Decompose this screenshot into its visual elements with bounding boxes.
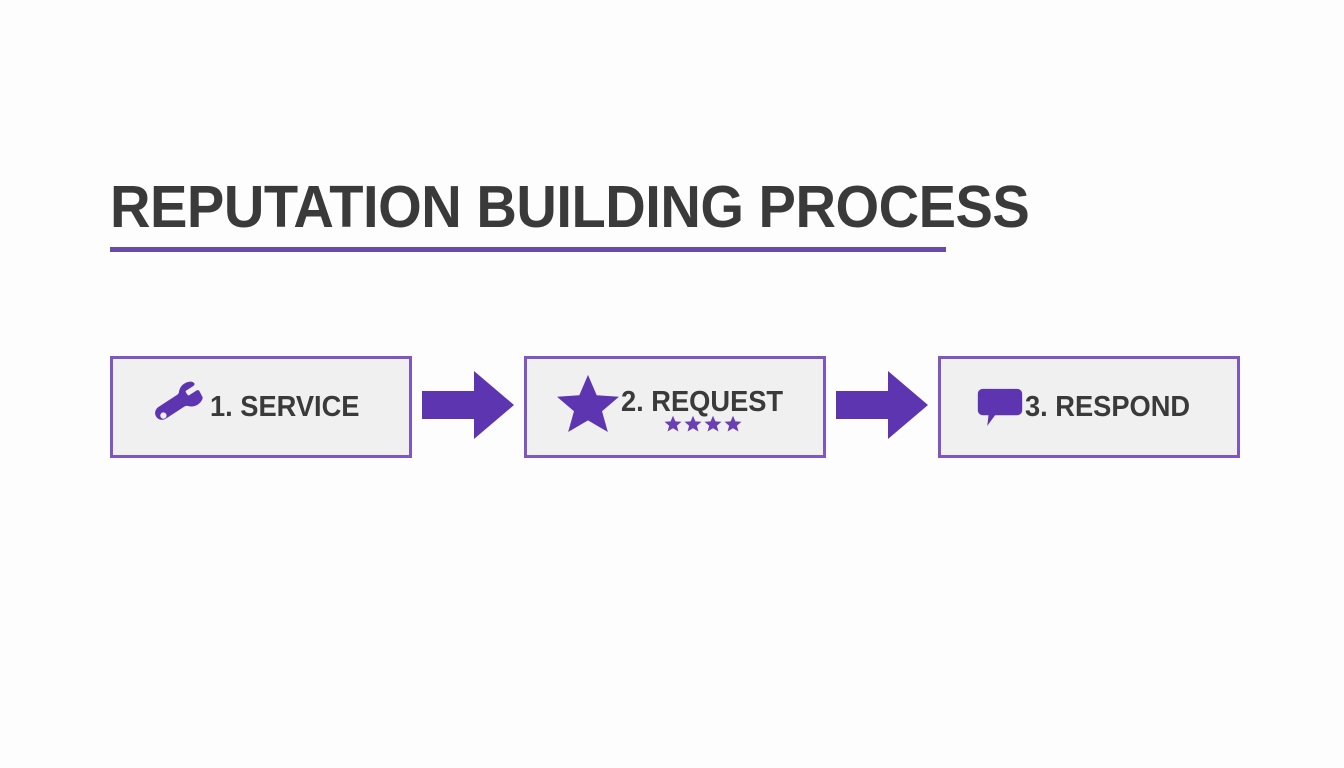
- star-icon: [664, 415, 682, 432]
- flow-connector: [826, 356, 938, 458]
- rating-stars: [664, 415, 742, 432]
- arrow-right-icon: [422, 369, 514, 446]
- process-step-service[interactable]: 1. SERVICE: [110, 356, 412, 458]
- page-title: REPUTATION BUILDING PROCESS: [110, 174, 1030, 240]
- arrow-right-icon: [836, 369, 928, 446]
- process-step-label: 1. SERVICE: [210, 390, 360, 423]
- star-icon: [724, 415, 742, 432]
- slide-title-block: REPUTATION BUILDING PROCESS: [110, 174, 1030, 252]
- flow-connector: [412, 356, 524, 458]
- process-step-request[interactable]: 2. REQUEST: [524, 356, 826, 458]
- process-step-label: 2. REQUEST: [620, 386, 783, 418]
- process-flow: 1. SERVICE 2. REQUEST: [110, 356, 1240, 458]
- star-icon: [556, 373, 619, 433]
- star-icon: [684, 415, 702, 432]
- process-step-label: 3. RESPOND: [1025, 390, 1191, 423]
- speech-bubble-icon: [977, 384, 1023, 430]
- star-icon: [704, 415, 722, 432]
- process-step-respond[interactable]: 3. RESPOND: [938, 356, 1240, 458]
- title-underline-rule: [110, 247, 946, 252]
- wrench-icon: [152, 379, 208, 435]
